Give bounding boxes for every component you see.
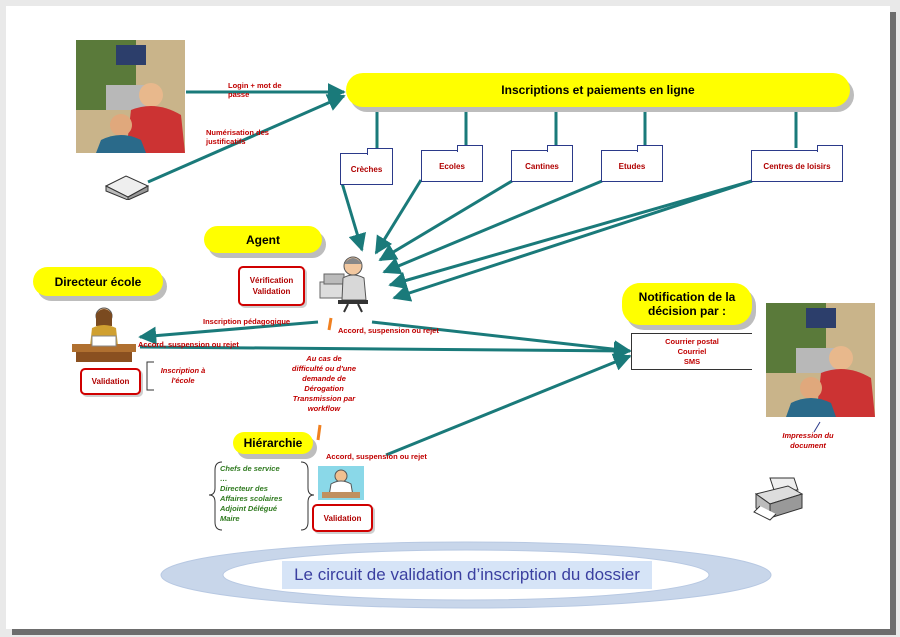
hierarchie-item: … — [220, 474, 228, 483]
hierarchie-box-label: Validation — [323, 513, 362, 523]
banner-title: Le circuit de validation d’inscription d… — [282, 561, 652, 589]
folder-label: Ecoles — [439, 161, 465, 171]
hierarchie-item: Adjoint Délégué — [220, 504, 278, 513]
impression-label: Impression du document — [782, 431, 834, 450]
hierarchie-pill: Hiérarchie — [233, 432, 313, 454]
hierarchie-item: Maire — [220, 514, 240, 523]
folder-label: Crèches — [350, 164, 383, 174]
hierarchie-item: Chefs de service — [220, 464, 280, 473]
hierarchie-item: Directeur des — [220, 484, 268, 493]
folder-label: Centres de loisirs — [763, 161, 831, 171]
numerisation-label: Numérisation des justificatifs — [206, 128, 269, 146]
hierarchie-validation-box: Validation — [312, 504, 373, 532]
teacher-desk-icon — [70, 306, 138, 364]
notification-pill: Notification de la décision par : — [622, 283, 752, 325]
folder-cantines: Cantines — [511, 145, 573, 182]
accord-directeur-label: Accord, suspension ou rejet — [138, 340, 239, 349]
directeur-pill: Directeur école — [33, 267, 163, 296]
printer-icon — [752, 476, 804, 522]
agent-pill: Agent — [204, 226, 322, 253]
channel-courriel: Courriel — [677, 347, 707, 356]
inscription-ecole-label: Inscription à l'école — [160, 366, 206, 385]
agent-box-line1: Vérification — [249, 276, 294, 285]
directeur-title: Directeur école — [54, 274, 142, 289]
folder-centres-loisirs: Centres de loisirs — [751, 145, 843, 182]
folder-etudes: Etudes — [601, 145, 663, 182]
folder-creches: Crèches — [340, 148, 393, 185]
folder-ecoles: Ecoles — [421, 145, 483, 182]
accord-hierarchie-label: Accord, suspension ou rejet — [326, 452, 427, 461]
agent-person-icon — [318, 252, 376, 314]
agent-box-line2: Validation — [252, 287, 291, 296]
notification-title: Notification de la décision par : — [638, 290, 736, 318]
channel-courrier: Courrier postal — [665, 337, 719, 346]
difficulte-label: Au cas de difficulté ou d'une demande de… — [291, 354, 357, 413]
hierarchie-title: Hiérarchie — [243, 436, 303, 450]
header-title: Inscriptions et paiements en ligne — [501, 83, 695, 97]
directeur-validation-box: Validation — [80, 368, 141, 395]
doctor-icon — [318, 466, 364, 500]
agent-verification-box: Vérification Validation — [238, 266, 305, 306]
login-label: Login + mot de passe — [228, 81, 282, 99]
accord-agent-label: Accord, suspension ou rejet — [338, 326, 439, 335]
directeur-box-label: Validation — [91, 377, 130, 386]
channel-sms: SMS — [683, 357, 701, 366]
office-workers-icon — [76, 40, 185, 153]
hierarchie-list: Chefs de service … Directeur des Affaire… — [220, 464, 306, 524]
office-workers-icon — [766, 303, 875, 417]
agent-title: Agent — [246, 232, 280, 247]
folder-label: Etudes — [618, 161, 646, 171]
notification-channels: Courrier postal Courriel SMS — [631, 333, 752, 370]
scanner-icon — [104, 170, 150, 200]
inscription-pedagogique-label: Inscription pédagogique — [203, 317, 291, 326]
folder-label: Cantines — [525, 161, 559, 171]
header-pill: Inscriptions et paiements en ligne — [346, 73, 850, 107]
hierarchie-item: Affaires scolaires — [220, 494, 283, 503]
